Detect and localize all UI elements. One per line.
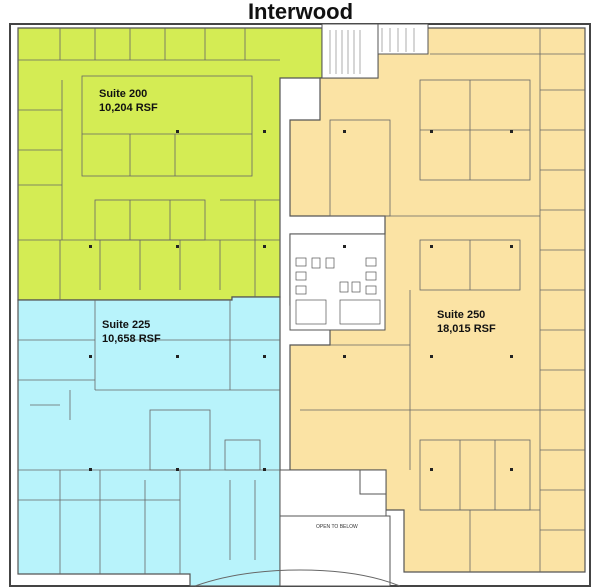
restroom-fixtures [295, 257, 381, 325]
suite-200-area-label: 10,204 RSF [99, 102, 158, 114]
suite-225-name: Suite 225 [102, 319, 150, 331]
suite-200-name: Suite 200 [99, 88, 147, 100]
columns [89, 130, 513, 471]
interior-walls [18, 28, 585, 574]
building-title: Interwood [247, 0, 354, 24]
suite-200-area[interactable] [17, 27, 323, 301]
suite-250-area-label: 18,015 RSF [437, 323, 496, 335]
suite-250-name: Suite 250 [437, 309, 485, 321]
open-to-below-label: OPEN TO BELOW [316, 524, 358, 530]
stairs [329, 28, 415, 74]
suite-225-area-label: 10,658 RSF [102, 333, 161, 345]
